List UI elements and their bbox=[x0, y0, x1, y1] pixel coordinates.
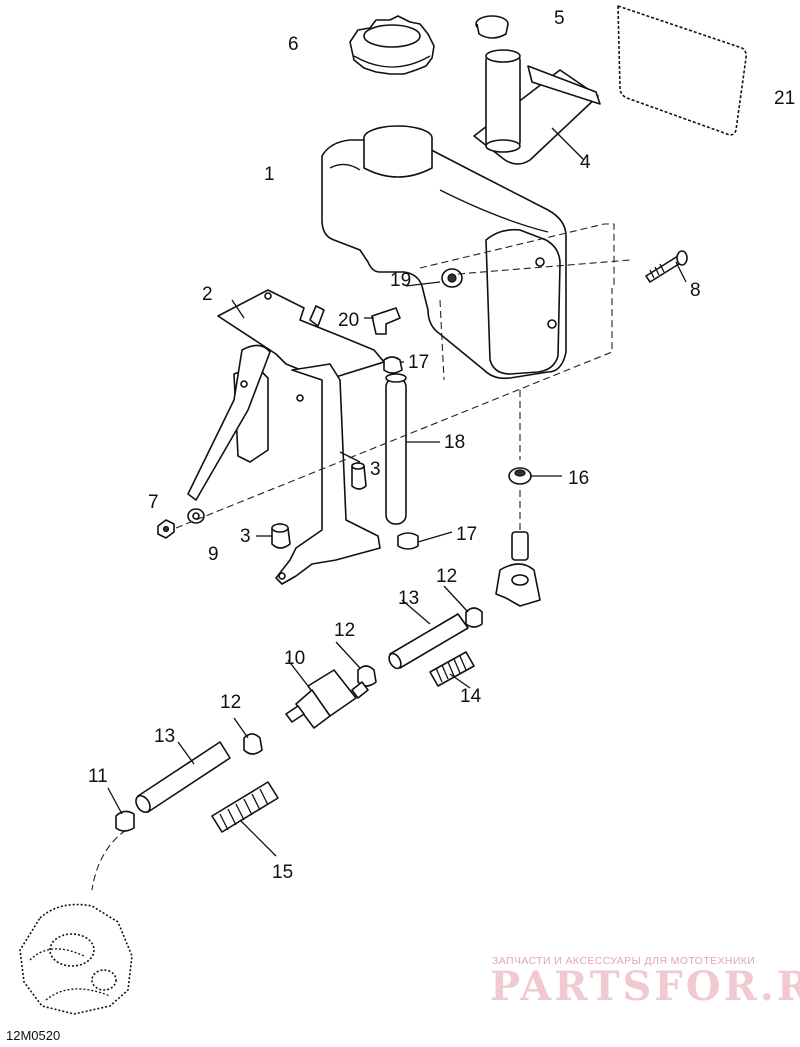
watermark: ЗАПЧАСТИ И АКСЕССУАРЫ ДЛЯ МОТОТЕХНИКИ PA… bbox=[490, 955, 800, 1010]
callout-13: 13 bbox=[398, 588, 419, 609]
callout-19: 19 bbox=[390, 270, 411, 291]
callout-20: 20 bbox=[338, 310, 359, 331]
fuel-valve-part bbox=[495, 531, 541, 607]
nut-part bbox=[157, 519, 175, 539]
rubber-mount-part bbox=[271, 523, 291, 549]
spring-part bbox=[429, 651, 475, 687]
callout-3: 3 bbox=[240, 526, 251, 547]
drawing-code: 12M0520 bbox=[6, 1028, 60, 1043]
callout-1: 1 bbox=[264, 164, 275, 185]
rubber-mount-part bbox=[351, 462, 367, 490]
callout-8: 8 bbox=[690, 280, 701, 301]
fuel-tank-part bbox=[321, 125, 567, 380]
watermark-subtitle: ЗАПЧАСТИ И АКСЕССУАРЫ ДЛЯ МОТОТЕХНИКИ bbox=[492, 955, 755, 967]
callout-14: 14 bbox=[460, 686, 482, 707]
fuel-hose-part bbox=[388, 613, 469, 670]
fuel-hose-part bbox=[135, 741, 231, 814]
callout-5: 5 bbox=[554, 8, 565, 29]
callout-labels: 1 2 3 3 4 5 6 7 8 9 10 11 12 12 12 12 13… bbox=[88, 8, 795, 883]
callout-12: 12 bbox=[220, 692, 241, 713]
watermark-brand: PARTSFOR.RU bbox=[490, 963, 800, 1010]
callout-10: 10 bbox=[284, 648, 305, 669]
fuel-filter-part bbox=[285, 669, 369, 729]
callout-6: 6 bbox=[288, 34, 299, 55]
callout-2: 2 bbox=[202, 284, 213, 305]
callout-13: 13 bbox=[154, 726, 175, 747]
plug-part bbox=[475, 15, 509, 39]
hose-clamp-part bbox=[397, 532, 419, 550]
hose-clamp-part bbox=[243, 733, 263, 755]
hose-clamp-part bbox=[383, 356, 403, 374]
callout-17: 17 bbox=[408, 352, 429, 373]
carburetor-part bbox=[19, 903, 133, 1015]
callout-12: 12 bbox=[436, 566, 457, 587]
callout-9: 9 bbox=[208, 544, 219, 565]
leader-lines bbox=[107, 127, 687, 857]
callout-17: 17 bbox=[456, 524, 477, 545]
bolt-part bbox=[645, 250, 688, 283]
callout-11: 11 bbox=[88, 766, 108, 787]
filler-neck-part bbox=[473, 49, 601, 165]
elbow-fitting-part bbox=[371, 307, 401, 335]
grommet-part bbox=[441, 268, 463, 288]
callout-3: 3 bbox=[370, 459, 381, 480]
washer-part bbox=[187, 508, 205, 524]
spring-part bbox=[211, 781, 279, 833]
hose-clamp-part bbox=[465, 607, 483, 628]
hose-clamp-part bbox=[115, 810, 135, 832]
tank-bracket-part bbox=[187, 289, 385, 585]
callout-7: 7 bbox=[148, 492, 159, 513]
callout-16: 16 bbox=[568, 468, 589, 489]
assembly-lines bbox=[91, 223, 631, 891]
decal-part bbox=[617, 5, 747, 136]
callout-18: 18 bbox=[444, 432, 465, 453]
callout-21: 21 bbox=[774, 88, 795, 109]
vent-hose-part bbox=[385, 373, 407, 525]
callout-15: 15 bbox=[272, 862, 293, 883]
tank-cap-part bbox=[349, 15, 435, 75]
callout-4: 4 bbox=[580, 152, 591, 173]
grommet-part bbox=[508, 467, 532, 485]
callout-12: 12 bbox=[334, 620, 355, 641]
